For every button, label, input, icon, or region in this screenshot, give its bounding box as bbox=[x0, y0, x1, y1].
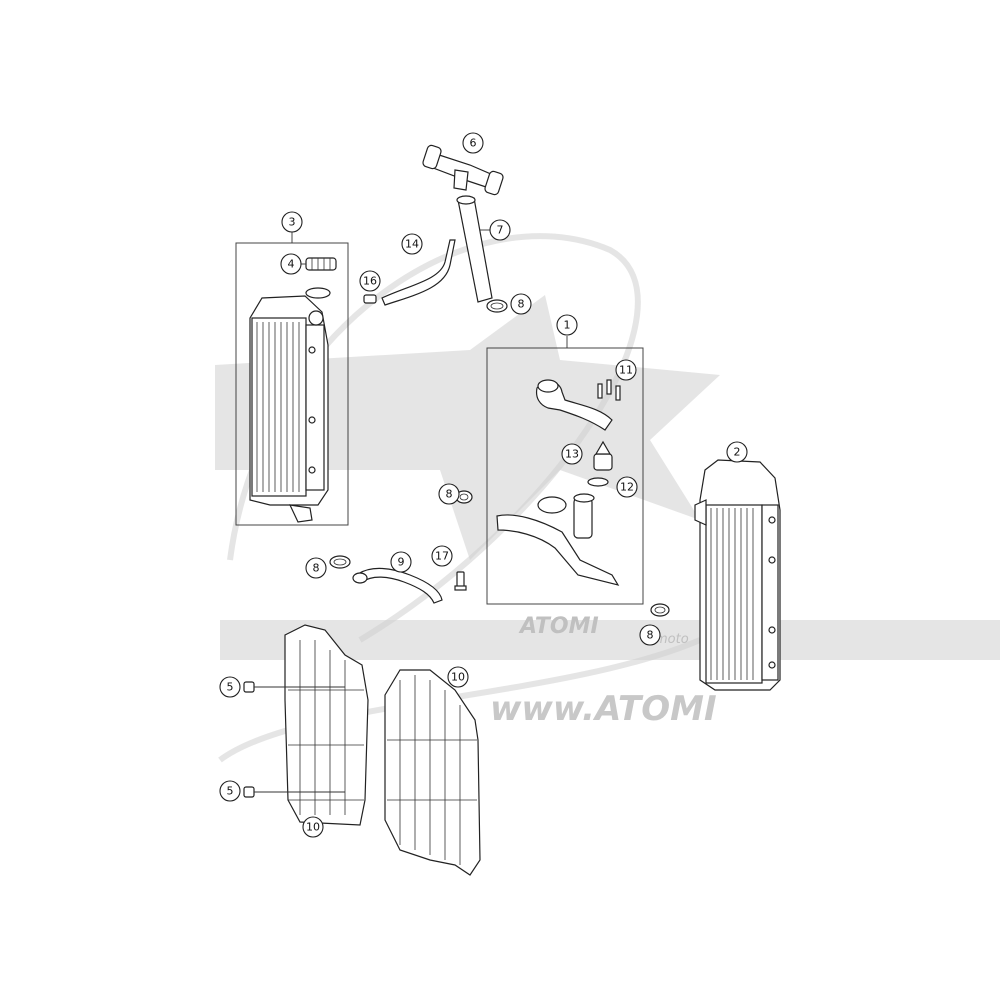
hose-clamp[interactable] bbox=[486, 299, 508, 313]
svg-text:2: 2 bbox=[734, 446, 741, 459]
watermark-logo: ATOMI bbox=[518, 614, 599, 639]
callout-10b: 10 bbox=[447, 666, 469, 688]
screw[interactable] bbox=[597, 379, 621, 401]
callout-5b: 5 bbox=[219, 780, 241, 802]
callout-1: 1 bbox=[556, 314, 578, 336]
svg-text:9: 9 bbox=[398, 556, 405, 569]
hose[interactable] bbox=[352, 567, 443, 604]
watermark-url: www.ATOMI bbox=[490, 689, 717, 729]
svg-text:17: 17 bbox=[435, 550, 449, 563]
svg-text:10: 10 bbox=[451, 671, 465, 684]
svg-text:5: 5 bbox=[227, 681, 234, 694]
callout-11: 11 bbox=[615, 359, 637, 381]
watermark-star bbox=[215, 295, 720, 560]
radiator-left-fins bbox=[256, 322, 300, 492]
callout-8c: 8 bbox=[305, 557, 327, 579]
hose-clamp[interactable] bbox=[329, 555, 351, 569]
callout-13: 13 bbox=[561, 443, 583, 465]
callout-8d: 8 bbox=[639, 624, 661, 646]
callout-4: 4 bbox=[280, 253, 302, 275]
hose-assembly-lower[interactable] bbox=[496, 493, 620, 586]
callout-14: 14 bbox=[401, 233, 423, 255]
watermark-band bbox=[220, 620, 1000, 660]
callout-9: 9 bbox=[390, 551, 412, 573]
watermark: www.ATOMI ATOMI moto bbox=[215, 233, 1000, 763]
radiator-guard[interactable] bbox=[384, 669, 481, 876]
callout-5a: 5 bbox=[219, 676, 241, 698]
callout-2: 2 bbox=[726, 441, 748, 463]
svg-text:14: 14 bbox=[405, 238, 419, 251]
watermark-logo-sub: moto bbox=[655, 632, 689, 647]
thermostat[interactable] bbox=[593, 440, 613, 471]
callout-10a: 10 bbox=[302, 816, 324, 838]
hose-clamp[interactable] bbox=[650, 603, 670, 617]
svg-text:1: 1 bbox=[564, 319, 571, 332]
callout-8b: 8 bbox=[438, 483, 460, 505]
radiator-left[interactable] bbox=[249, 295, 329, 523]
hose-assembly-upper[interactable] bbox=[535, 379, 613, 431]
radiator-right-fins bbox=[710, 508, 754, 680]
svg-text:7: 7 bbox=[497, 224, 504, 237]
callout-16: 16 bbox=[359, 270, 381, 292]
radiator-guard[interactable] bbox=[284, 624, 369, 826]
callout-6: 6 bbox=[462, 132, 484, 154]
screw[interactable] bbox=[243, 786, 345, 798]
o-ring[interactable] bbox=[587, 477, 609, 487]
svg-text:11: 11 bbox=[619, 364, 633, 377]
long-hose[interactable] bbox=[456, 195, 493, 303]
hose-clamp[interactable] bbox=[455, 490, 473, 504]
callout-3: 3 bbox=[281, 211, 303, 233]
svg-text:4: 4 bbox=[288, 258, 295, 271]
svg-text:12: 12 bbox=[620, 481, 634, 494]
svg-text:8: 8 bbox=[313, 562, 320, 575]
svg-text:8: 8 bbox=[446, 488, 453, 501]
callout-17: 17 bbox=[431, 545, 453, 567]
screw[interactable] bbox=[243, 681, 345, 693]
clip[interactable] bbox=[363, 294, 377, 304]
callout-7: 7 bbox=[489, 219, 511, 241]
svg-text:6: 6 bbox=[470, 137, 477, 150]
callout-12: 12 bbox=[616, 476, 638, 498]
radiator-cap[interactable] bbox=[305, 257, 337, 299]
svg-text:13: 13 bbox=[565, 448, 579, 461]
hose-assembly-frame bbox=[486, 347, 644, 605]
overflow-hose[interactable] bbox=[381, 239, 456, 306]
bleed-screw[interactable] bbox=[454, 571, 467, 591]
svg-text:3: 3 bbox=[289, 216, 296, 229]
svg-text:8: 8 bbox=[518, 298, 525, 311]
svg-text:5: 5 bbox=[227, 785, 234, 798]
t-connector[interactable] bbox=[422, 144, 504, 196]
callout-8a: 8 bbox=[510, 293, 532, 315]
radiator-right[interactable] bbox=[694, 459, 781, 691]
svg-text:8: 8 bbox=[647, 629, 654, 642]
svg-text:10: 10 bbox=[306, 821, 320, 834]
svg-text:16: 16 bbox=[363, 275, 377, 288]
